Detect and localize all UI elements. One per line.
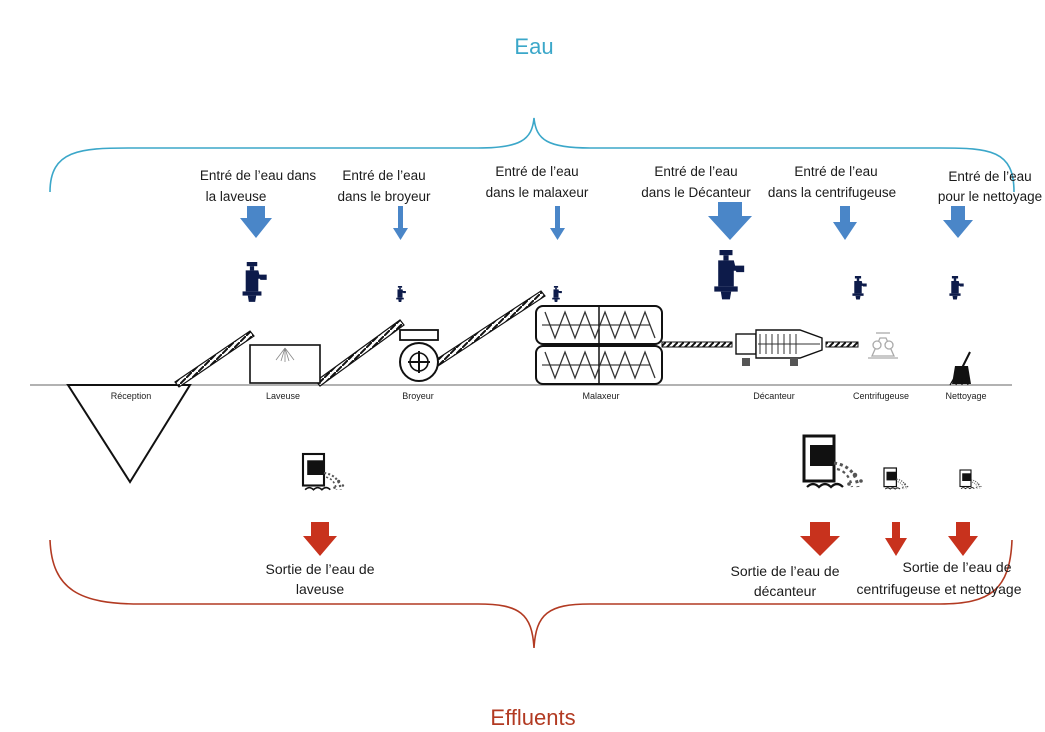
water-input-arrows [240,202,973,240]
input-label-laveuse-2: la laveuse [206,189,267,204]
conveyor-broyeur-malaxeur [433,290,546,367]
tap-laveuse-icon [242,262,267,302]
input-label-decanteur-2: dans le Décanteur [641,185,751,200]
input-arrow-malaxeur [550,206,565,240]
drain-laveuse-icon [301,452,346,491]
broyeur-machine [399,329,439,382]
input-arrow-broyeur [393,206,408,240]
output-label-decanteur-2: décanteur [754,583,817,599]
water-input-labels: Entré de l’eau dans la laveuse Entré de … [200,164,1042,204]
output-label-centrifugeuse-2: centrifugeuse et nettoyage [856,581,1021,597]
output-label-decanteur-1: Sortie de l’eau de [731,563,840,579]
reception-hopper [66,384,192,484]
input-arrow-decanteur [708,202,752,240]
station-label-broyeur: Broyeur [402,391,434,401]
output-label-laveuse-1: Sortie de l’eau de [266,561,375,577]
output-label-laveuse-2: laveuse [296,581,344,597]
output-arrow-nettoyage [948,522,978,556]
tap-malaxeur-icon [552,286,562,302]
output-arrow-decanteur [800,522,840,556]
input-arrow-nettoyage [943,206,973,238]
input-label-malaxeur-2: dans le malaxeur [486,185,589,200]
station-label-laveuse: Laveuse [266,391,300,401]
tap-centrifugeuse-icon [852,276,867,300]
input-label-nettoyage-1: Entré de l’eau [948,169,1031,184]
drain-centrifugeuse-icon [883,467,909,490]
input-arrow-centrifugeuse [833,206,857,240]
input-label-broyeur-2: dans le broyeur [337,189,431,204]
input-label-laveuse-1: Entré de l’eau dans [200,168,317,183]
input-label-centrifugeuse-1: Entré de l’eau [794,164,877,179]
drain-nettoyage-icon [959,469,983,490]
laveuse-machine [249,344,321,384]
input-label-centrifugeuse-2: dans la centrifugeuse [768,185,896,200]
station-label-nettoyage: Nettoyage [945,391,986,401]
malaxeur-machine [535,305,663,385]
input-label-nettoyage-2: pour le nettoyage [938,189,1042,204]
tap-broyeur-icon [396,286,406,302]
output-arrow-laveuse [303,522,337,556]
water-title: Eau [514,34,553,59]
station-label-malaxeur: Malaxeur [582,391,619,401]
centrifugeuse-machine [868,332,898,359]
station-label-centrifugeuse: Centrifugeuse [853,391,909,401]
effluents-brace [49,539,1013,649]
input-label-broyeur-1: Entré de l’eau [342,168,425,183]
water-output-arrows [303,522,978,556]
output-label-centrifugeuse-1: Sortie de l’eau de [903,559,1012,575]
effluents-title: Effluents [490,705,575,730]
conveyor-malaxeur-decanteur [661,341,733,348]
input-label-decanteur-1: Entré de l’eau [654,164,737,179]
conveyor-laveuse-broyeur [315,319,405,387]
water-output-labels: Sortie de l’eau de laveuse Sortie de l’e… [266,559,1022,599]
input-label-malaxeur-1: Entré de l’eau [495,164,578,179]
tap-nettoyage-icon [949,276,964,300]
broom-icon [949,351,971,386]
drain-decanteur-icon [802,434,865,489]
station-label-decanteur: Décanteur [753,391,795,401]
tap-decanteur-icon [714,250,745,300]
conveyor-belts [174,290,859,388]
station-label-reception: Réception [111,391,152,401]
station-labels: Réception Laveuse Broyeur Malaxeur Décan… [111,391,987,401]
output-arrow-centrifugeuse [885,522,907,556]
conveyor-decanteur-centrifugeuse [825,341,859,348]
input-arrow-laveuse [240,206,272,238]
conveyor-reception-laveuse [174,330,255,388]
decanteur-machine [735,329,823,366]
water-brace [49,117,1015,193]
